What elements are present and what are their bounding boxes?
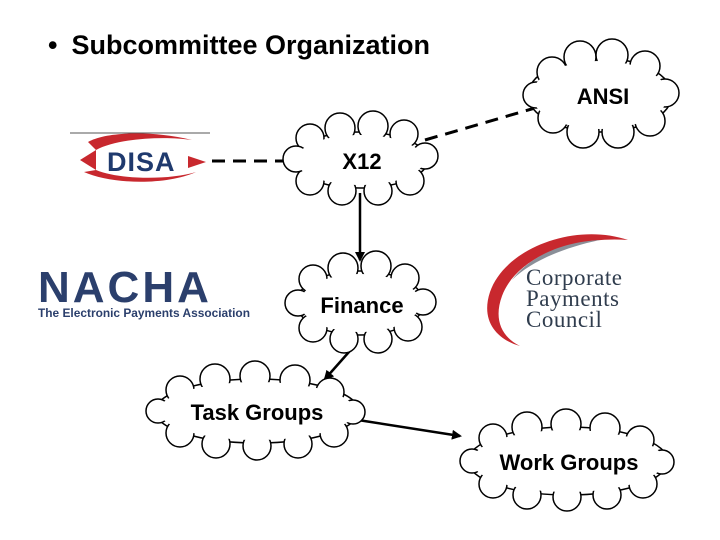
- ansi-label: ANSI: [577, 84, 630, 109]
- nacha-logo-tagline: The Electronic Payments Association: [38, 308, 250, 320]
- x12-cloud: X12: [282, 110, 439, 206]
- cpc-logo-line1: Corporate: [526, 265, 622, 290]
- work-groups-cloud: Work Groups: [459, 408, 675, 512]
- task-groups-cloud: Task Groups: [145, 360, 366, 461]
- arrow-task-groups-work-groups: [357, 418, 462, 440]
- finance-cloud: Finance: [284, 250, 437, 354]
- work-groups-label: Work Groups: [500, 450, 639, 475]
- cpc-logo: Corporate Payments Council: [487, 234, 628, 346]
- cpc-logo-line2: Payments: [526, 286, 619, 311]
- x12-label: X12: [342, 149, 381, 174]
- connector-x12-ansi: [424, 106, 536, 142]
- cpc-logo-line3: Council: [526, 307, 602, 332]
- disa-logo: DISA: [70, 132, 210, 182]
- nacha-logo: NACHA The Electronic Payments Associatio…: [38, 263, 250, 320]
- finance-label: Finance: [320, 293, 403, 318]
- title-bullet: •: [48, 30, 58, 60]
- slide-title: • Subcommittee Organization: [48, 30, 430, 61]
- title-text: Subcommittee Organization: [71, 30, 430, 60]
- task-groups-label: Task Groups: [191, 400, 324, 425]
- nacha-logo-name: NACHA: [38, 263, 212, 312]
- ansi-cloud: ANSI: [522, 38, 680, 149]
- disa-logo-text: DISA: [107, 147, 176, 177]
